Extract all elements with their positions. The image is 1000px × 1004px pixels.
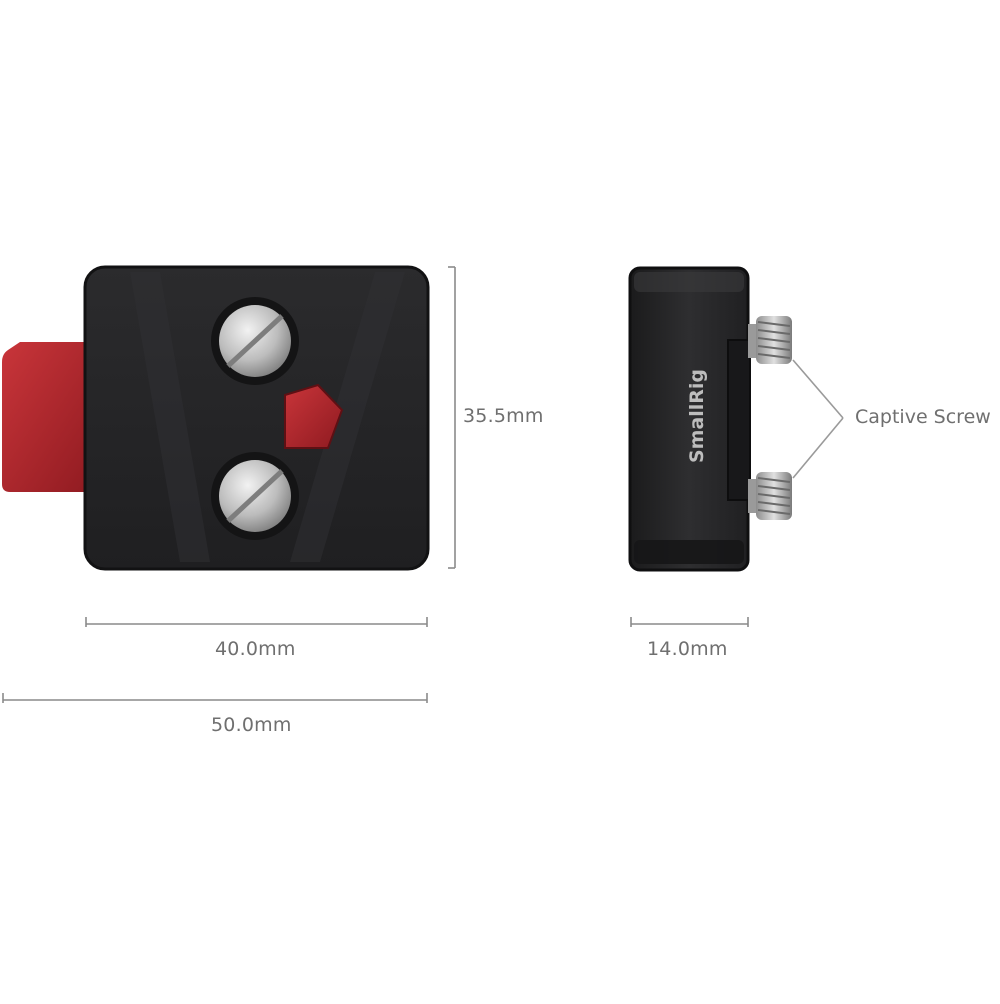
dovetail-ridge-right <box>290 272 405 562</box>
side-view <box>628 266 792 572</box>
captive-screw-bottom <box>748 472 792 520</box>
red-lever <box>2 342 100 492</box>
captive-screw-label: Captive Screw <box>855 406 991 428</box>
top-screw <box>211 297 299 385</box>
side-bevel-bottom <box>634 540 744 564</box>
front-view <box>2 265 430 571</box>
overall-width-dimension-label: 50.0mm <box>211 714 292 736</box>
brand-logo-text: SmallRig <box>686 368 708 464</box>
body-width-dimension-label: 40.0mm <box>215 638 296 660</box>
bottom-screw <box>211 452 299 540</box>
red-latch <box>284 383 344 449</box>
side-groove <box>727 339 751 501</box>
height-dimension-label: 35.5mm <box>463 405 544 427</box>
depth-dimension-label: 14.0mm <box>647 638 728 660</box>
captive-screw-callout-lines <box>792 359 844 479</box>
dovetail-ridge-left <box>130 272 210 562</box>
dimension-lines <box>2 266 749 703</box>
side-bevel-top <box>634 272 744 292</box>
captive-screw-top <box>748 316 792 364</box>
